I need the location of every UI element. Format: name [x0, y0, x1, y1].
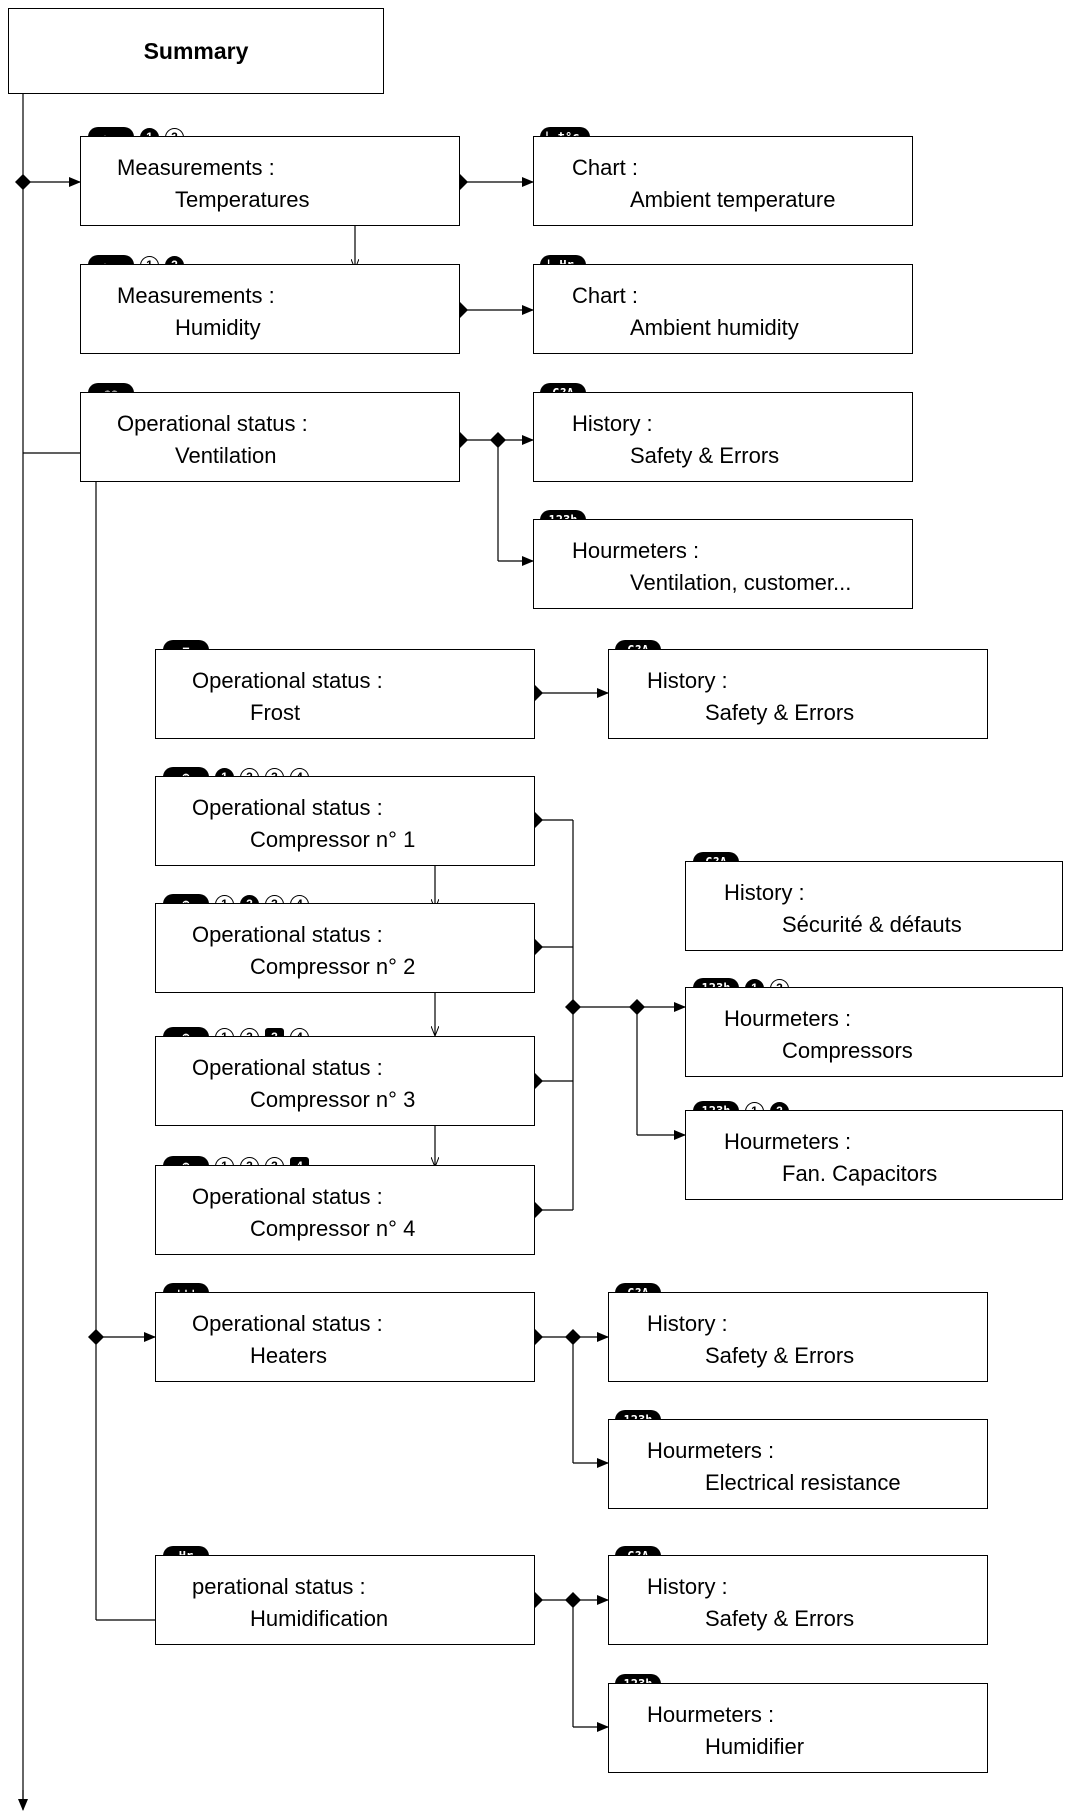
chart-ambient-humidity-box[interactable]: Chart : Ambient humidity — [533, 264, 913, 354]
box-subtitle: Ambient temperature — [630, 187, 836, 212]
summary-box[interactable]: Summary — [8, 8, 384, 94]
hourmeters-compressors-box[interactable]: Hourmeters : Compressors — [685, 987, 1063, 1077]
operational-heaters-box[interactable]: Operational status : Heaters — [155, 1292, 535, 1382]
measurements-humidity-box[interactable]: Measurements : Humidity — [80, 264, 460, 354]
box-title: Operational status : — [117, 411, 308, 436]
box-title: Measurements : — [117, 283, 275, 308]
box-title: perational status : — [192, 1574, 366, 1599]
hourmeters-heaters-box[interactable]: Hourmeters : Electrical resistance — [608, 1419, 988, 1509]
box-title: Operational status : — [192, 1311, 383, 1336]
box-subtitle: Temperatures — [175, 187, 310, 212]
box-title: Operational status : — [192, 668, 383, 693]
box-title: Hourmeters : — [647, 1702, 775, 1727]
box-subtitle: Sécurité & défauts — [782, 912, 962, 937]
box-title: Hourmeters : — [647, 1438, 775, 1463]
box-subtitle: Safety & Errors — [705, 1606, 855, 1631]
box-title: History : — [724, 880, 805, 905]
box-title: Operational status : — [192, 1184, 383, 1209]
summary-label: Summary — [143, 37, 249, 64]
hourmeters-ventilation-box[interactable]: Hourmeters : Ventilation, customer... — [533, 519, 913, 609]
box-title: Operational status : — [192, 795, 383, 820]
box-subtitle: Compressor n° 4 — [250, 1216, 416, 1241]
box-subtitle: Safety & Errors — [705, 700, 855, 725]
compressor-4-box[interactable]: Operational status : Compressor n° 4 — [155, 1165, 535, 1255]
box-title: Measurements : — [117, 155, 275, 180]
operational-humidification-box[interactable]: perational status : Humidification — [155, 1555, 535, 1645]
box-title: History : — [647, 668, 728, 693]
box-subtitle: Frost — [250, 700, 301, 725]
operational-ventilation-box[interactable]: Operational status : Ventilation — [80, 392, 460, 482]
box-title: Operational status : — [192, 922, 383, 947]
box-subtitle: Ambient humidity — [630, 315, 799, 340]
box-subtitle: Safety & Errors — [705, 1343, 855, 1368]
box-subtitle: Compressors — [782, 1038, 913, 1063]
box-title: Hourmeters : — [724, 1006, 852, 1031]
measurements-temperatures-box[interactable]: Measurements : Temperatures — [80, 136, 460, 226]
history-compressors-box[interactable]: History : Sécurité & défauts — [685, 861, 1063, 951]
history-frost-box[interactable]: History : Safety & Errors — [608, 649, 988, 739]
compressor-2-box[interactable]: Operational status : Compressor n° 2 — [155, 903, 535, 993]
box-title: History : — [647, 1574, 728, 1599]
box-subtitle: Electrical resistance — [705, 1470, 901, 1495]
box-subtitle: Humidifier — [705, 1734, 805, 1759]
box-subtitle: Compressor n° 1 — [250, 827, 416, 852]
box-title: Chart : — [572, 283, 639, 308]
history-ventilation-box[interactable]: History : Safety & Errors — [533, 392, 913, 482]
box-title: Chart : — [572, 155, 639, 180]
box-subtitle: Compressor n° 3 — [250, 1087, 416, 1112]
box-subtitle: Safety & Errors — [630, 443, 780, 468]
box-subtitle: Heaters — [250, 1343, 328, 1368]
box-subtitle: Humidity — [175, 315, 261, 340]
chart-ambient-temperature-box[interactable]: Chart : Ambient temperature — [533, 136, 913, 226]
compressor-3-box[interactable]: Operational status : Compressor n° 3 — [155, 1036, 535, 1126]
box-subtitle: Ventilation, customer... — [630, 570, 852, 595]
box-subtitle: Ventilation — [175, 443, 277, 468]
operational-frost-box[interactable]: Operational status : Frost — [155, 649, 535, 739]
box-title: History : — [647, 1311, 728, 1336]
box-title: Operational status : — [192, 1055, 383, 1080]
box-title: Hourmeters : — [572, 538, 700, 563]
box-subtitle: Fan. Capacitors — [782, 1161, 938, 1186]
box-subtitle: Compressor n° 2 — [250, 954, 416, 979]
history-humidification-box[interactable]: History : Safety & Errors — [608, 1555, 988, 1645]
box-subtitle: Humidification — [250, 1606, 389, 1631]
history-heaters-box[interactable]: History : Safety & Errors — [608, 1292, 988, 1382]
box-title: History : — [572, 411, 653, 436]
hourmeters-fan-capacitors-box[interactable]: Hourmeters : Fan. Capacitors — [685, 1110, 1063, 1200]
box-title: Hourmeters : — [724, 1129, 852, 1154]
compressor-1-box[interactable]: Operational status : Compressor n° 1 — [155, 776, 535, 866]
hourmeters-humidifier-box[interactable]: Hourmeters : Humidifier — [608, 1683, 988, 1773]
